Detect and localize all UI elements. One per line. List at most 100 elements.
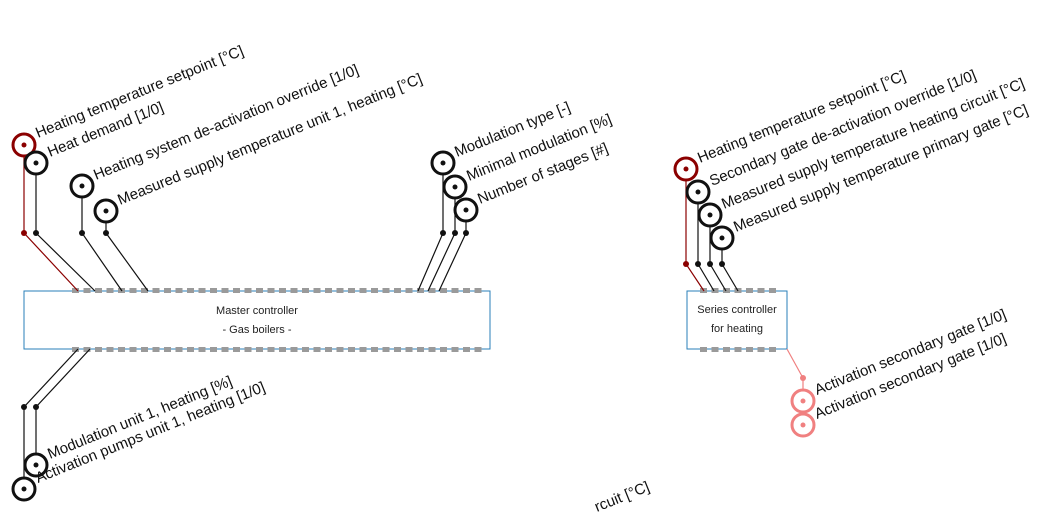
series-bottom-pins — [700, 347, 776, 352]
master-pin — [382, 288, 390, 293]
master-pin — [463, 288, 470, 293]
series-pin — [700, 347, 707, 352]
series-pin — [711, 347, 719, 352]
master-pin — [95, 347, 102, 352]
master-output-port-2[interactable]: Activation pumps unit 1, heating [1/0] — [11, 379, 268, 502]
master-pin — [428, 347, 436, 352]
master-pin — [233, 347, 240, 352]
series-pin — [757, 288, 765, 293]
master-pin — [302, 288, 309, 293]
master-pin — [440, 288, 447, 293]
master-pin — [371, 347, 378, 352]
series-output-joint — [800, 375, 806, 381]
master-pin — [198, 288, 206, 293]
master-pin — [221, 288, 229, 293]
master-controller-box[interactable] — [23, 290, 491, 350]
series-pin — [734, 347, 742, 352]
master-pin — [244, 288, 252, 293]
master-pin — [428, 288, 436, 293]
series-pin — [757, 347, 765, 352]
master-pin — [451, 347, 459, 352]
series-pin — [769, 347, 776, 352]
master-pin — [164, 288, 171, 293]
master-pin — [382, 347, 390, 352]
master-pin — [175, 347, 183, 352]
master-controller-title: Master controller — [216, 305, 298, 317]
master-pin — [325, 347, 332, 352]
master-pin — [440, 347, 447, 352]
master-pin — [267, 288, 275, 293]
master-pin — [359, 288, 367, 293]
master-pin — [290, 347, 298, 352]
master-pin — [279, 288, 286, 293]
master-input-wires — [23, 145, 467, 292]
master-wire-joints — [21, 230, 469, 236]
master-pin — [371, 288, 378, 293]
master-pin — [152, 288, 160, 293]
master-pin — [348, 288, 355, 293]
master-pin — [290, 288, 298, 293]
master-pin — [72, 288, 79, 293]
master-pin — [233, 288, 240, 293]
master-pin — [187, 288, 194, 293]
master-output-joints — [21, 404, 39, 410]
master-pin — [141, 288, 148, 293]
master-pin — [417, 347, 424, 352]
master-pin — [267, 347, 275, 352]
master-pin — [106, 347, 114, 352]
master-pin — [141, 347, 148, 352]
master-pin — [221, 347, 229, 352]
master-bottom-pins — [72, 347, 482, 352]
master-pin — [187, 347, 194, 352]
master-pin — [152, 347, 160, 352]
master-pin — [313, 347, 321, 352]
master-pin — [83, 288, 91, 293]
master-pin — [451, 288, 459, 293]
series-pin — [711, 288, 719, 293]
master-pin — [313, 288, 321, 293]
master-pin — [474, 347, 482, 352]
master-pin — [164, 347, 171, 352]
master-pin — [463, 347, 470, 352]
series-pin — [746, 347, 753, 352]
master-pin — [405, 288, 413, 293]
master-pin — [210, 347, 217, 352]
master-pin — [72, 347, 79, 352]
master-pin — [95, 288, 102, 293]
master-pin — [325, 288, 332, 293]
master-pin — [394, 288, 401, 293]
clipped-label-fragment: rcuit [°C] — [592, 478, 652, 513]
series-controller-box[interactable] — [686, 290, 788, 350]
series-pin — [723, 288, 730, 293]
series-pin — [769, 288, 776, 293]
master-top-pins — [72, 288, 482, 293]
master-pin — [417, 288, 424, 293]
master-pin — [83, 347, 91, 352]
master-pin — [198, 347, 206, 352]
master-pin — [118, 347, 125, 352]
master-pin — [210, 288, 217, 293]
series-controller-title: Series controller — [697, 304, 777, 316]
series-wire-joints — [683, 261, 725, 267]
series-input-label-2: Secondary gate de-activation override [1… — [707, 67, 979, 190]
master-pin — [394, 347, 401, 352]
master-pin — [336, 288, 344, 293]
master-pin — [336, 347, 344, 352]
master-pin — [302, 347, 309, 352]
master-pin — [405, 347, 413, 352]
master-pin — [474, 288, 482, 293]
series-output-port-1[interactable]: Activation secondary gate [1/0] — [790, 306, 1009, 414]
master-pin — [256, 347, 263, 352]
series-controller-subtitle: for heating — [711, 323, 763, 335]
master-controller[interactable]: Master controller - Gas boilers - — [23, 288, 491, 352]
master-pin — [279, 347, 286, 352]
master-pin — [244, 347, 252, 352]
series-pin — [723, 347, 730, 352]
master-pin — [348, 347, 355, 352]
master-pin — [359, 347, 367, 352]
master-input-port-1[interactable]: Heating temperature setpoint [°C] — [11, 42, 246, 158]
master-pin — [256, 288, 263, 293]
master-pin — [129, 288, 137, 293]
series-controller[interactable]: Series controller for heating — [686, 288, 788, 352]
master-pin — [106, 288, 114, 293]
